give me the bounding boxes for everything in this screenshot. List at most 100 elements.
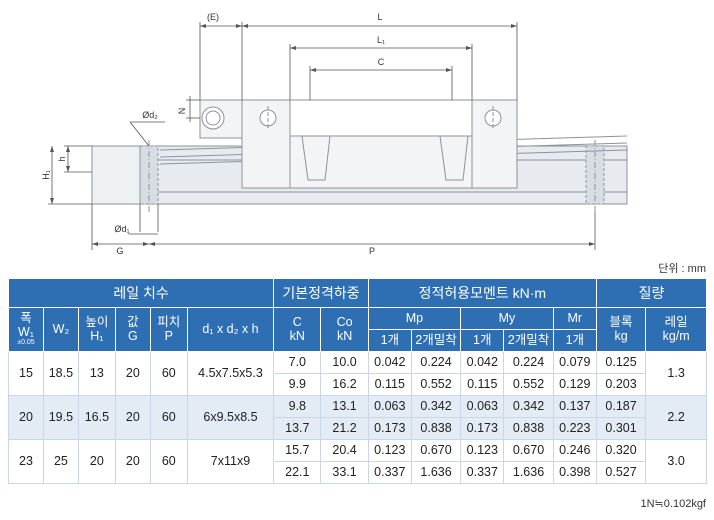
cell-p: 60 [149, 351, 188, 396]
cell-w1: 15 [8, 351, 44, 396]
cell-g: 20 [114, 351, 151, 396]
unit-note: 단위 : mm [658, 263, 706, 275]
cell-block: 0.527 [595, 461, 647, 484]
header-co-line2: kN [336, 328, 353, 343]
cell-w2: 19.5 [42, 395, 79, 440]
label-l: L [377, 12, 382, 22]
header-w1-line1: 폭 [20, 311, 32, 326]
cell-block: 0.203 [595, 373, 647, 396]
header-w2: W₂ [42, 307, 79, 352]
cell-bolt: 4.5x7.5x5.3 [186, 351, 275, 396]
header-mp-one: 1개 [367, 329, 412, 352]
cell-mp2: 0.552 [410, 373, 462, 396]
header-co-line1: Co [336, 315, 353, 330]
cell-my1: 0.123 [460, 439, 505, 462]
cell-mr: 0.223 [552, 417, 597, 440]
cell-mp1: 0.337 [367, 461, 412, 484]
cell-mp1: 0.173 [367, 417, 412, 440]
cell-g: 20 [114, 395, 151, 440]
cell-mp1: 0.042 [367, 351, 412, 374]
cell-block: 0.125 [595, 351, 647, 374]
cell-mr: 0.079 [552, 351, 597, 374]
table-row: 23 25 20 20 60 7x11x9 15.7 20.4 0.123 0.… [8, 439, 707, 484]
header-bolt: d₁ x d₂ x h [186, 307, 275, 352]
label-g: G [116, 246, 123, 256]
cell-my2: 0.670 [503, 439, 554, 462]
header-rail-line2: kg/m [662, 328, 690, 343]
table-row: 20 19.5 16.5 20 60 6x9.5x8.5 9.8 13.1 0.… [8, 395, 707, 440]
label-e: (E) [207, 12, 219, 22]
header-p-line2: P [164, 328, 173, 343]
header-my: My [460, 307, 554, 330]
cell-mp2: 0.342 [410, 395, 462, 418]
cell-mr: 0.129 [552, 373, 597, 396]
header-mr: Mr [552, 307, 597, 330]
cell-my1: 0.173 [460, 417, 505, 440]
table-row: 22.1 33.1 0.337 1.636 0.337 1.636 0.398 … [9, 461, 707, 484]
cell-co: 33.1 [320, 461, 369, 484]
cell-mp1: 0.123 [367, 439, 412, 462]
header-block-line2: kg [614, 328, 628, 343]
cell-my1: 0.042 [460, 351, 505, 374]
table-row: 13.7 21.2 0.173 0.838 0.173 0.838 0.223 … [9, 417, 707, 440]
conversion-note: 1N≒0.102kgf [640, 498, 707, 510]
cell-my2: 0.552 [503, 373, 554, 396]
cell-w1: 20 [8, 395, 44, 440]
cell-co: 13.1 [320, 395, 369, 418]
label-d1: Ød₁ [114, 224, 129, 234]
header-mr-one: 1개 [552, 329, 597, 352]
header-h1-line2: H₁ [90, 328, 104, 343]
cell-mr: 0.137 [552, 395, 597, 418]
cell-w2: 25 [42, 439, 79, 484]
header-mp: Mp [367, 307, 462, 330]
cell-rail-kg: 3.0 [645, 439, 707, 484]
cell-my1: 0.063 [460, 395, 505, 418]
cell-c: 22.1 [273, 461, 322, 484]
header-g-line2: G [127, 328, 138, 343]
cell-my1: 0.337 [460, 461, 505, 484]
cell-co: 10.0 [320, 351, 369, 374]
label-h: h [57, 156, 67, 161]
cell-bolt: 6x9.5x8.5 [186, 395, 275, 440]
header-mp-two: 2개밀착 [410, 329, 462, 352]
cell-mp1: 0.115 [367, 373, 412, 396]
label-c: C [378, 57, 385, 67]
cell-block: 0.301 [595, 417, 647, 440]
cell-mp1: 0.063 [367, 395, 412, 418]
header-h1-line1: 높이 [85, 315, 109, 330]
label-n: N [177, 108, 187, 115]
table-row: 9.9 16.2 0.115 0.552 0.115 0.552 0.129 0… [9, 373, 707, 396]
cell-my2: 0.224 [503, 351, 554, 374]
cell-mr: 0.398 [552, 461, 597, 484]
header-static-moment: 정적허용모멘트 kN·m [367, 278, 597, 308]
technical-drawing: (E) L L₁ C N Ød₂ h H₁ Ød₁ G P [41, 12, 628, 256]
cell-mp2: 0.224 [410, 351, 462, 374]
cell-h1: 16.5 [77, 395, 116, 440]
cell-c: 9.8 [273, 395, 322, 418]
cell-mr: 0.246 [552, 439, 597, 462]
grease-nipple [201, 106, 225, 130]
cell-co: 21.2 [320, 417, 369, 440]
cell-block: 0.187 [595, 395, 647, 418]
cell-c: 7.0 [273, 351, 322, 374]
cell-my2: 1.636 [503, 461, 554, 484]
header-c-line1: C [292, 315, 302, 330]
cell-h1: 13 [77, 351, 116, 396]
header-mass: 질량 [595, 278, 708, 308]
cell-w2: 18.5 [42, 351, 79, 396]
cell-mp2: 0.838 [410, 417, 462, 440]
cell-c: 13.7 [273, 417, 322, 440]
header-w1-tol: ±0.05 [17, 338, 35, 346]
label-l1: L₁ [377, 35, 385, 45]
cell-mp2: 1.636 [410, 461, 462, 484]
cell-my2: 0.838 [503, 417, 554, 440]
label-h1: H₁ [41, 170, 51, 180]
cell-block: 0.320 [595, 439, 647, 462]
